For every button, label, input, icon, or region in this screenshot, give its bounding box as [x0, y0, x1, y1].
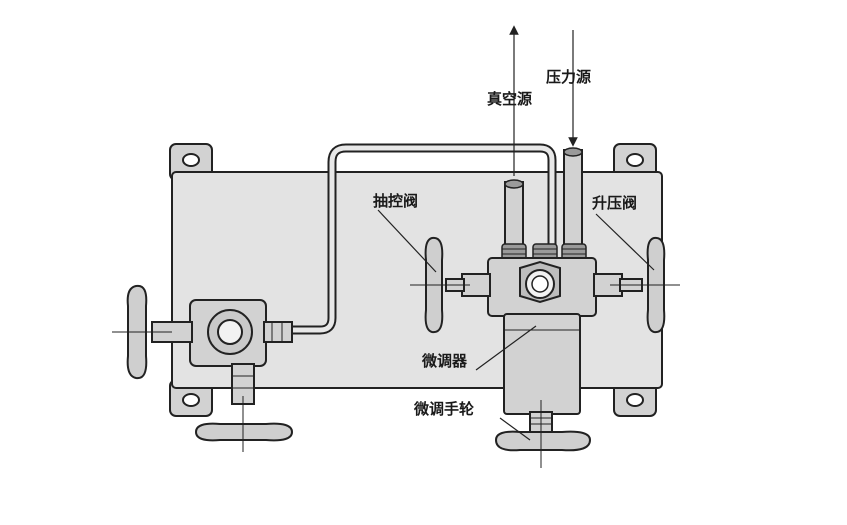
label-fine-regulator: 微调器	[421, 352, 468, 370]
suction-valve-leader	[377, 209, 437, 273]
label-vacuum-source: 真空源	[487, 90, 532, 108]
right-manifold-block	[487, 257, 597, 317]
label-boost-valve: 升压阀	[592, 194, 637, 212]
left-bottom-valve[interactable]	[194, 363, 294, 452]
fine-handwheel[interactable]	[494, 400, 592, 468]
fine-regulator	[503, 313, 581, 415]
fine-handwheel-leader	[499, 417, 531, 441]
fine-regulator-leader	[475, 325, 537, 371]
boost-valve-leader	[595, 213, 655, 271]
vacuum-tube	[504, 179, 524, 251]
label-suction-valve: 抽控阀	[373, 192, 418, 210]
label-fine-handwheel: 微调手轮	[413, 400, 474, 418]
suction-valve[interactable]	[410, 236, 491, 334]
pressure-tube	[563, 147, 583, 251]
label-pressure-source: 压力源	[546, 68, 591, 86]
boost-valve[interactable]	[593, 236, 680, 334]
left-side-valve[interactable]	[112, 284, 193, 380]
left-manifold-block	[189, 299, 293, 367]
